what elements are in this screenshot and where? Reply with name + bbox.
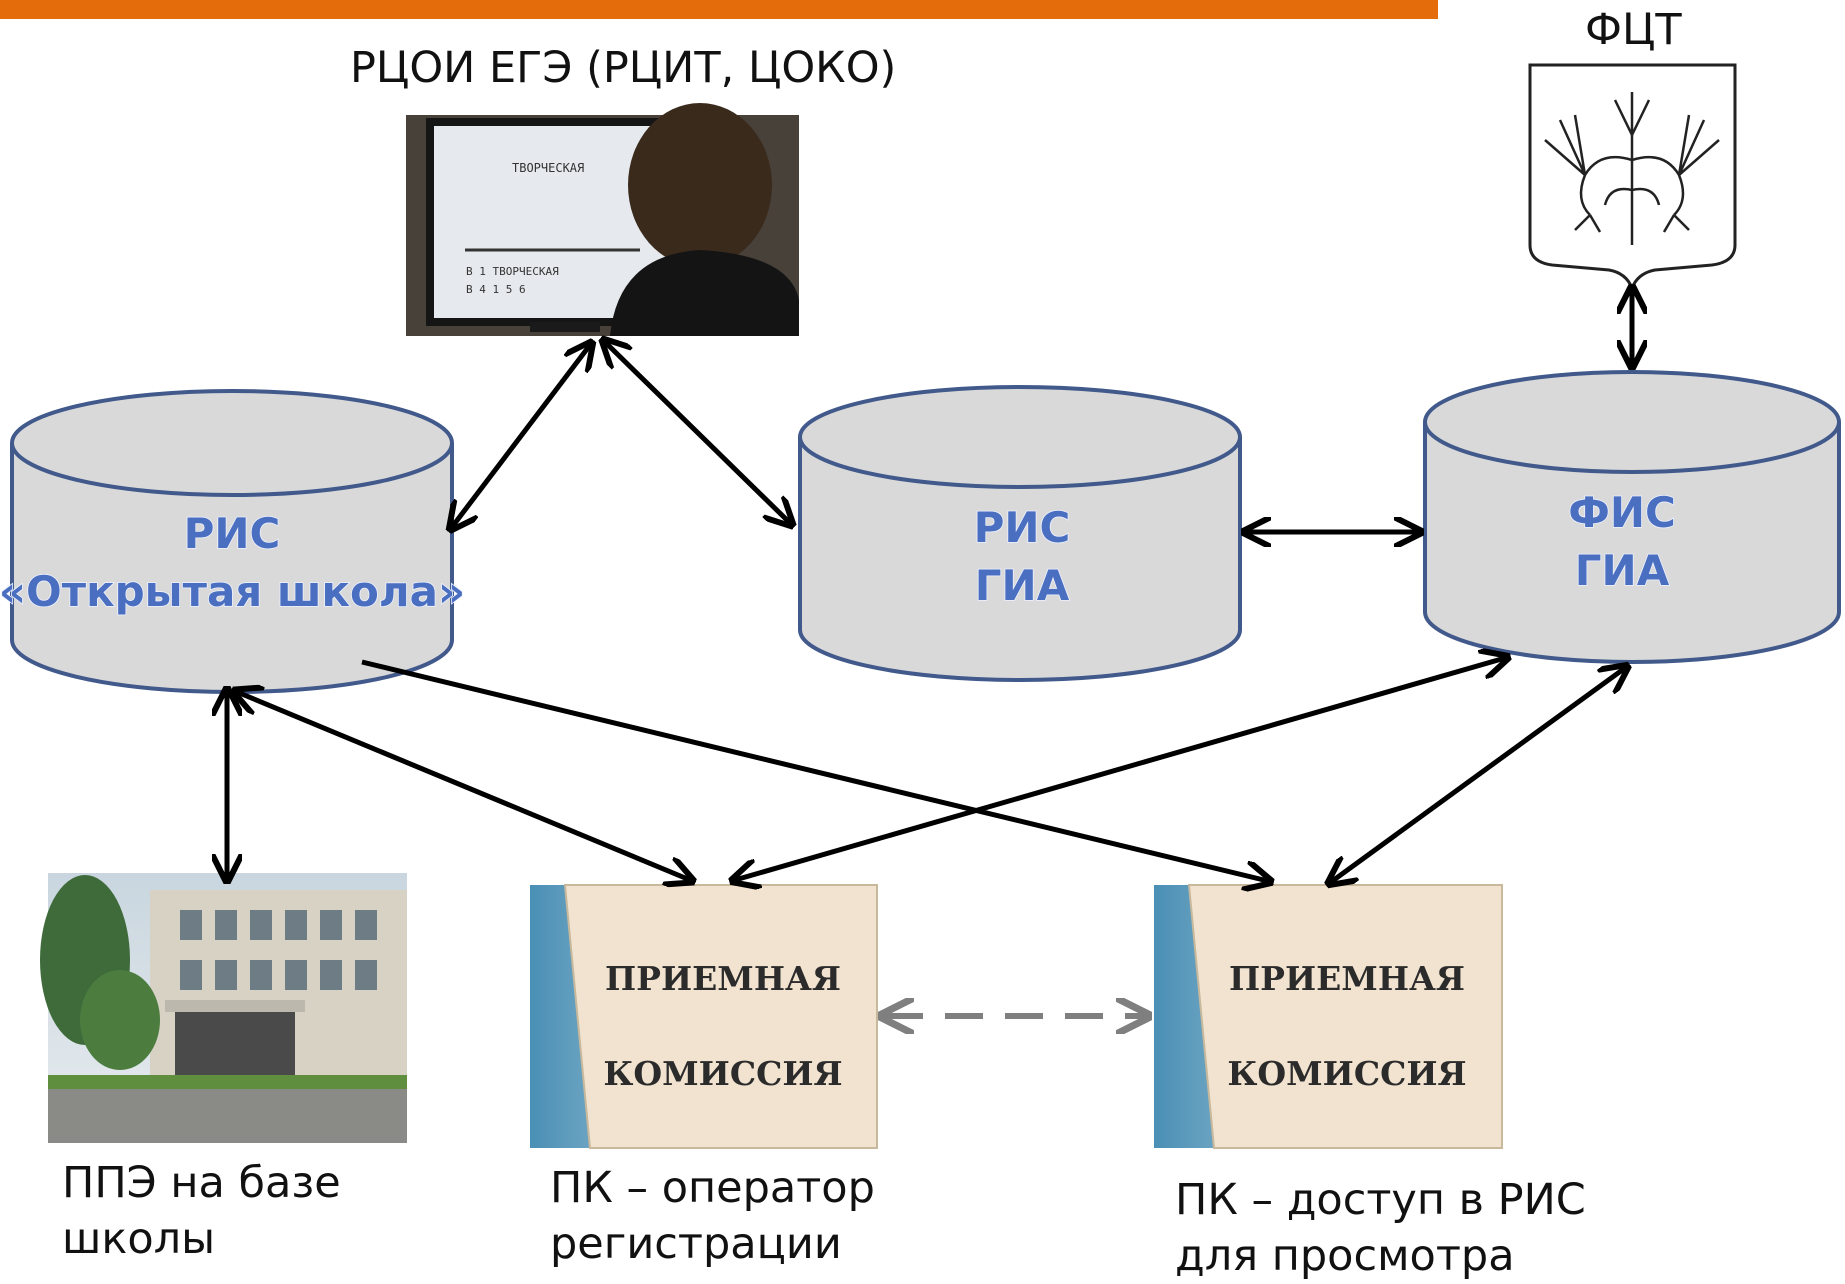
sign-text-2: КОМИССИЯ xyxy=(1227,1054,1466,1093)
arrow-ris-open-school-pk-operator xyxy=(237,692,690,880)
caption-pk-operator-line-1: ПК – оператор xyxy=(550,1163,875,1213)
arrow-rcoi-ris-gia xyxy=(605,342,790,523)
title-accent-bar xyxy=(0,0,1438,19)
emblem-icon xyxy=(1528,63,1737,293)
db-fis-gia-label-2: ГИА xyxy=(1575,546,1670,595)
caption-ppe-line-2: школы xyxy=(62,1214,216,1264)
caption-ppe-line-1: ППЭ на базе xyxy=(62,1158,341,1208)
db-ris-gia-label-2: ГИА xyxy=(975,561,1070,610)
caption-fct: ФЦТ xyxy=(1585,5,1682,55)
db-fis-gia-label-1: ФИС xyxy=(1568,488,1676,537)
caption-rcoi: РЦОИ ЕГЭ (РЦИТ, ЦОКО) xyxy=(350,43,897,93)
arrow-rcoi-ris-open-school xyxy=(452,345,590,527)
db-ris-gia-label-1: РИС xyxy=(974,503,1071,552)
db-ris-open-school-label-1: РИС xyxy=(184,509,281,558)
caption-pk-access-line-2: для просмотра xyxy=(1175,1231,1515,1281)
screen-answer: В 1 ТВОРЧЕСКАЯ xyxy=(466,265,559,278)
arrow-fis-gia-pk-access xyxy=(1331,668,1625,882)
caption-ppe: ППЭ на базе школы xyxy=(62,1155,341,1267)
sign-text-1: ПРИЕМНАЯ xyxy=(1229,959,1465,998)
arrow-ris-open-school-pk-access xyxy=(361,659,1268,881)
school-building-photo xyxy=(40,873,407,1143)
reception-sign-photo-operator: ПРИЕМНАЯ КОМИССИЯ xyxy=(530,884,878,1149)
db-ris-open-school: РИС «Открытая школа» xyxy=(0,389,466,694)
screen-digits: В 4 1 5 6 xyxy=(466,283,526,296)
screen-word: ТВОРЧЕСКАЯ xyxy=(512,161,584,175)
caption-pk-operator-line-2: регистрации xyxy=(550,1219,842,1269)
caption-pk-operator: ПК – оператор регистрации xyxy=(550,1160,875,1272)
caption-pk-access: ПК – доступ в РИС для просмотра xyxy=(1175,1172,1586,1284)
db-ris-open-school-label-2: «Открытая школа» xyxy=(0,567,465,616)
db-fis-gia: ФИС ГИА xyxy=(1423,370,1841,664)
operator-monitor-photo: ТВОРЧЕСКАЯ В 1 ТВОРЧЕСКАЯ В 4 1 5 6 xyxy=(406,103,799,336)
db-ris-gia: РИС ГИА xyxy=(798,385,1242,682)
reception-sign-photo-access: ПРИЕМНАЯ КОМИССИЯ xyxy=(1154,884,1503,1149)
sign-text-2: КОМИССИЯ xyxy=(603,1054,842,1093)
caption-pk-access-line-1: ПК – доступ в РИС xyxy=(1175,1175,1586,1225)
sign-text-1: ПРИЕМНАЯ xyxy=(605,959,841,998)
